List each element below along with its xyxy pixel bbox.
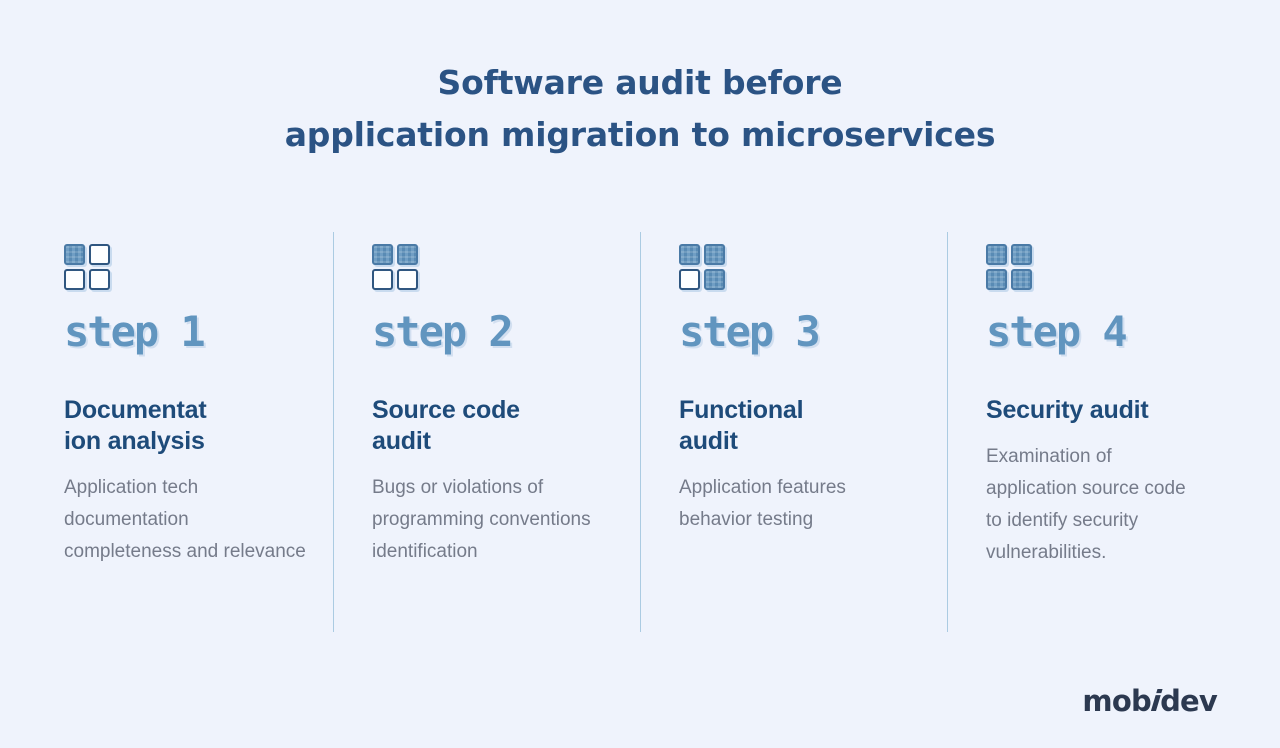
step-description: Bugs or violations of programming conven…	[372, 477, 591, 562]
steps-row: step 1 Documentat ion analysis Applicati…	[64, 232, 1216, 632]
step-column-3: step 3 Functional audit Application feat…	[640, 232, 947, 632]
step-description: Application tech documentation completen…	[64, 477, 306, 562]
page-title: Software audit before application migrat…	[284, 63, 996, 154]
step-heading: Security audit	[986, 396, 1149, 424]
step-label: step 2	[372, 307, 514, 356]
grid-square	[372, 244, 393, 265]
grid-square	[679, 269, 700, 290]
grid-square	[89, 269, 110, 290]
step-description: Examination of application source code t…	[986, 446, 1186, 563]
logo-suffix: dev	[1160, 684, 1218, 718]
logo-prefix: mob	[1082, 684, 1151, 718]
grid-square	[1011, 244, 1032, 265]
grid-square	[64, 269, 85, 290]
grid-2x2-icon	[64, 244, 110, 290]
grid-square	[1011, 269, 1032, 290]
grid-square	[397, 244, 418, 265]
grid-square	[397, 269, 418, 290]
grid-square	[986, 244, 1007, 265]
step-column-2: step 2 Source code audit Bugs or violati…	[333, 232, 640, 632]
grid-square	[986, 269, 1007, 290]
step-heading: Source code audit	[372, 396, 520, 455]
step-heading: Documentat ion analysis	[64, 396, 207, 455]
step-column-1: step 1 Documentat ion analysis Applicati…	[64, 232, 333, 632]
step-column-4: step 4 Security audit Examination of app…	[947, 232, 1216, 632]
step-label: step 4	[986, 307, 1128, 356]
step-label: step 1	[64, 307, 206, 356]
grid-square	[704, 269, 725, 290]
grid-square	[704, 244, 725, 265]
grid-square	[64, 244, 85, 265]
grid-2x2-icon	[372, 244, 418, 290]
step-label: step 3	[679, 307, 821, 356]
mobidev-logo: mobidev	[1082, 684, 1217, 718]
grid-2x2-icon	[679, 244, 725, 290]
step-heading: Functional audit	[679, 396, 804, 455]
step-description: Application features behavior testing	[679, 477, 846, 530]
grid-2x2-icon	[986, 244, 1032, 290]
grid-square	[372, 269, 393, 290]
grid-square	[679, 244, 700, 265]
grid-square	[89, 244, 110, 265]
